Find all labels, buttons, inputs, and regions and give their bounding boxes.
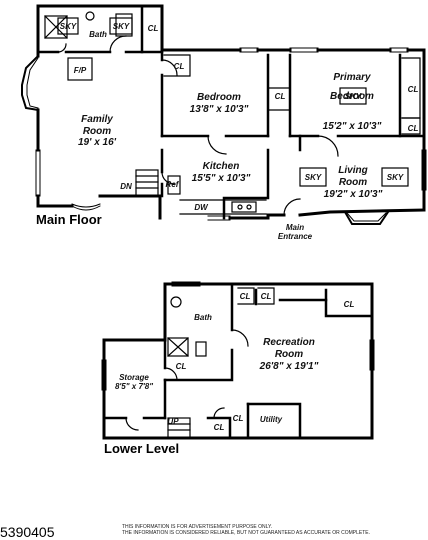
skylight-label: SKY <box>344 92 362 101</box>
closet-label: CL <box>274 92 286 101</box>
storage-name: Storage <box>119 373 149 382</box>
living-room-name: Living Room <box>338 165 368 188</box>
lower-level-title: Lower Level <box>104 441 180 456</box>
recreation-room-dim: 26'8" x 19'1" <box>259 361 319 372</box>
closet-label: CL <box>147 24 159 33</box>
closet-label: CL <box>260 292 272 301</box>
bedroom-label: Bedroom 13'8" x 10'3" <box>190 92 249 115</box>
living-room-dim: 19'2" x 10'3" <box>323 189 383 200</box>
living-room-label: Living Room <box>323 165 383 188</box>
skylight-label: SKY <box>112 22 130 31</box>
primary-bedroom-label: Primary Bedroom <box>312 68 392 106</box>
closet-label: CL <box>232 414 244 423</box>
main-floor-title: Main Floor <box>36 212 102 227</box>
disclaimer-line-2: THE INFORMATION IS CONSIDERED RELIABLE, … <box>122 530 371 536</box>
fireplace-label: F/P <box>73 66 87 75</box>
skylight-label: SKY <box>304 173 322 182</box>
family-room-label: Family Room 19' x 16' <box>67 114 127 149</box>
storage-dim: 8'5" x 7'8" <box>114 382 154 392</box>
kitchen-name: Kitchen <box>202 161 240 172</box>
family-room-name: Family Room <box>81 114 113 137</box>
utility-label: Utility <box>259 415 283 424</box>
down-stairs-label: DN <box>120 182 132 191</box>
storage-label: Storage 8'5" x 7'8" <box>115 373 153 391</box>
closet-label: CL <box>173 62 185 71</box>
bedroom-dim: 13'8" x 10'3" <box>189 103 249 115</box>
closet-label: CL <box>407 124 419 133</box>
closet-label: CL <box>407 85 419 94</box>
family-room-dim: 19' x 16' <box>77 137 117 148</box>
skylight-label: SKY <box>59 22 77 31</box>
kitchen-label: Kitchen 15'5" x 10'3" <box>192 161 251 184</box>
bedroom-name: Bedroom <box>197 92 241 103</box>
main-entrance-label: Main Entrance <box>277 223 313 242</box>
closet-label: CL <box>343 300 355 309</box>
main-floor-walls <box>36 4 426 220</box>
recreation-room-label: Recreation Room <box>254 337 324 360</box>
kitchen-dim: 15'5" x 10'3" <box>191 172 251 184</box>
dishwasher-label: DW <box>194 203 208 212</box>
skylight-label: SKY <box>386 173 404 182</box>
recreation-room-name: Recreation Room <box>263 337 315 360</box>
bath-label: Bath <box>194 313 212 322</box>
refrigerator-label: Ref <box>165 180 179 189</box>
primary-bedroom-dim: 15'2" x 10'3" <box>322 121 382 132</box>
primary-bedroom-name: Primary Bedroom <box>330 72 374 102</box>
bath-label: Bath <box>89 30 107 39</box>
closet-label: CL <box>175 362 187 371</box>
closet-label: CL <box>213 423 225 432</box>
listing-id: 5390405 <box>0 524 55 540</box>
closet-label: CL <box>239 292 251 301</box>
disclaimer-line-1: THIS INFORMATION IS FOR ADVERTISEMENT PU… <box>122 524 273 530</box>
up-stairs-label: UP <box>167 417 179 426</box>
